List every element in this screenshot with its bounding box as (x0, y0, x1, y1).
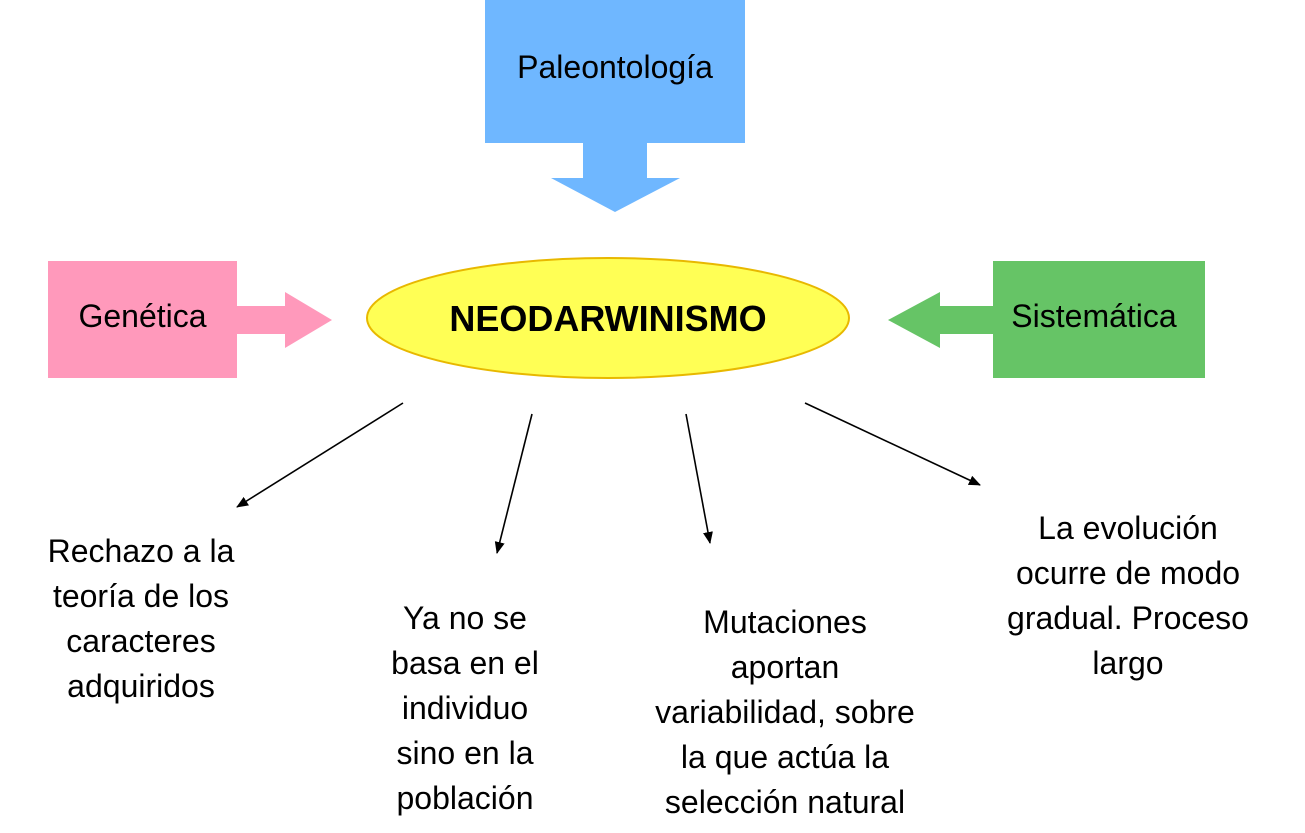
outcome-line: población (396, 780, 534, 816)
outcome-line: caracteres (66, 623, 216, 659)
arrow-to-outcome-1 (236, 402, 404, 508)
paleontologia-label: Paleontología (517, 49, 713, 85)
genetica-box (48, 261, 332, 378)
sistematica-box (888, 261, 1205, 378)
outcome-line: individuo (401, 690, 529, 726)
arrow-to-outcome-3 (685, 413, 713, 544)
arrow-to-outcome-2 (494, 413, 533, 554)
outcome-line: adquiridos (67, 668, 215, 704)
neodarwinismo-ellipse (366, 257, 850, 379)
outcome-line: ocurre de modo (1015, 555, 1241, 591)
outcome-2: Ya no se basa en el individuo sino en la… (345, 596, 585, 821)
neodarwinismo-label: NEODARWINISMO (449, 298, 767, 339)
outcome-3: Mutaciones aportan variabilidad, sobre l… (620, 600, 950, 825)
right-arrow-icon (236, 292, 332, 348)
down-arrow-icon (551, 142, 680, 212)
genetica-label: Genética (78, 298, 207, 334)
arrow-to-outcome-4 (804, 402, 981, 486)
outcome-line: selección natural (664, 784, 906, 820)
outcome-line: aportan (730, 649, 840, 685)
outcome-line: Ya no se (403, 600, 527, 636)
outcome-line: gradual. Proceso (1007, 600, 1249, 636)
outcome-line: basa en el (391, 645, 539, 681)
outcome-line: variabilidad, sobre (655, 694, 915, 730)
outcome-line: largo (1092, 645, 1164, 681)
sistematica-label: Sistemática (1011, 298, 1177, 334)
paleontologia-box (485, 0, 745, 212)
left-arrow-icon (888, 292, 994, 348)
outcome-line: Mutaciones (703, 604, 867, 640)
outcome-4: La evolución ocurre de modo gradual. Pro… (975, 506, 1281, 686)
outcome-1: Rechazo a la teoría de los caracteres ad… (0, 529, 282, 709)
outcome-line: La evolución (1038, 510, 1218, 546)
outcome-line: teoría de los (52, 578, 230, 614)
outcome-line: Rechazo a la (47, 533, 235, 569)
outcome-line: la que actúa la (680, 739, 890, 775)
outcome-line: sino en la (396, 735, 534, 771)
